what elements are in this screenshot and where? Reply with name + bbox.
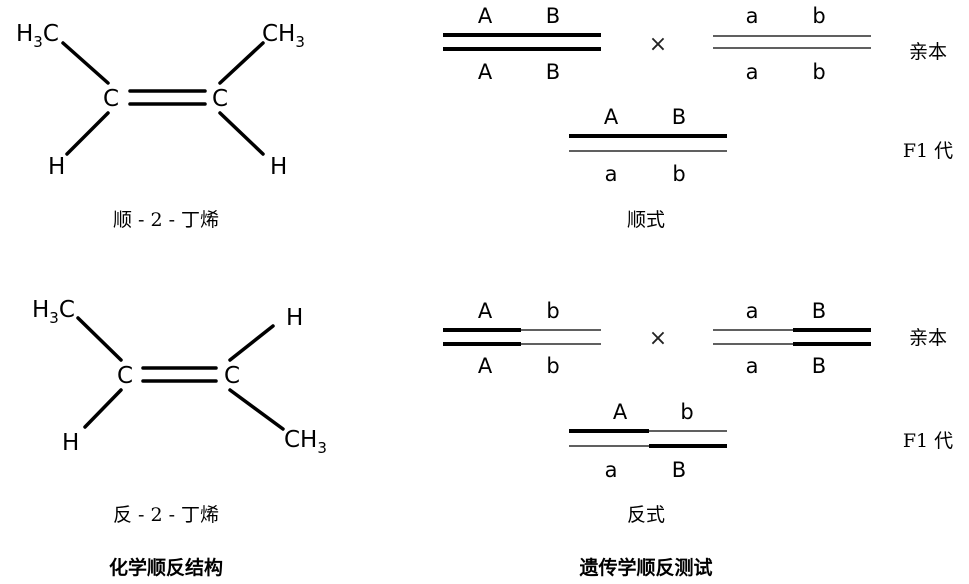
cis-f1-generation: A B a b F1 代 顺式 [569, 105, 953, 231]
allele-label: b [680, 400, 693, 424]
hydrogen-atom-right: H [286, 305, 303, 331]
allele-label: A [478, 4, 493, 28]
allele-label: B [546, 4, 560, 28]
cross-symbol: × [649, 326, 667, 351]
allele-label: B [812, 354, 826, 378]
carbon-atom-right: C [212, 86, 228, 112]
parents-label: 亲本 [909, 327, 947, 349]
allele-label: b [812, 4, 825, 28]
cis-caption: 顺式 [627, 209, 665, 231]
allele-label: b [812, 60, 825, 84]
allele-label: B [672, 458, 686, 482]
trans-f1-generation: A b a B F1 代 反式 [569, 400, 953, 526]
trans-2-butene-structure: H3C H C C H CH3 反 - 2 - 丁烯 [32, 297, 327, 526]
f1-label: F1 代 [903, 430, 953, 452]
genetics-section-title: 遗传学顺反测试 [578, 556, 712, 579]
ch3-group-right: CH3 [262, 21, 305, 51]
allele-label: a [746, 354, 759, 378]
ch3-group-left: H3C [16, 21, 59, 51]
allele-label: B [672, 105, 686, 129]
bond-ch3-c-right [218, 41, 265, 85]
bond-h-c-left [65, 111, 110, 156]
allele-label: A [604, 105, 619, 129]
parents-label: 亲本 [909, 41, 947, 63]
cross-symbol: × [649, 32, 667, 57]
allele-label: B [812, 299, 826, 323]
allele-label: a [746, 4, 759, 28]
bond-h-c-right [218, 111, 265, 156]
allele-label: a [605, 458, 618, 482]
allele-label: a [746, 60, 759, 84]
allele-label: b [546, 299, 559, 323]
allele-label: b [672, 162, 685, 186]
allele-label: A [478, 60, 493, 84]
bond-h-c-right [228, 324, 275, 362]
allele-label: a [605, 162, 618, 186]
bond-ch3-c-left [61, 41, 110, 85]
ch3-group-left: H3C [32, 297, 75, 327]
ch3-group-right: CH3 [284, 427, 327, 457]
carbon-atom-right: C [224, 363, 240, 389]
allele-label: a [746, 299, 759, 323]
f1-label: F1 代 [903, 140, 953, 162]
bond-h-c-left [83, 388, 123, 429]
cis-parents-cross: A B A B × a b a b 亲本 [443, 4, 947, 84]
chemistry-section-title: 化学顺反结构 [109, 556, 223, 579]
bond-ch3-c-right [228, 388, 285, 431]
trans-caption: 反式 [627, 504, 665, 526]
allele-label: b [546, 354, 559, 378]
carbon-atom-left: C [117, 363, 133, 389]
hydrogen-atom-right: H [270, 154, 287, 180]
allele-label: A [478, 354, 493, 378]
cis-2-butene-caption: 顺 - 2 - 丁烯 [113, 209, 219, 231]
allele-label: A [478, 299, 493, 323]
carbon-atom-left: C [103, 86, 119, 112]
allele-label: B [546, 60, 560, 84]
bond-ch3-c-left [76, 316, 123, 362]
hydrogen-atom-left: H [48, 154, 65, 180]
trans-parents-cross: A b A b × a B a B 亲本 [443, 299, 947, 378]
cis-2-butene-structure: H3C CH3 C C H H 顺 - 2 - 丁烯 [16, 21, 305, 231]
allele-label: A [613, 400, 628, 424]
hydrogen-atom-left: H [62, 430, 79, 456]
trans-2-butene-caption: 反 - 2 - 丁烯 [113, 504, 219, 526]
